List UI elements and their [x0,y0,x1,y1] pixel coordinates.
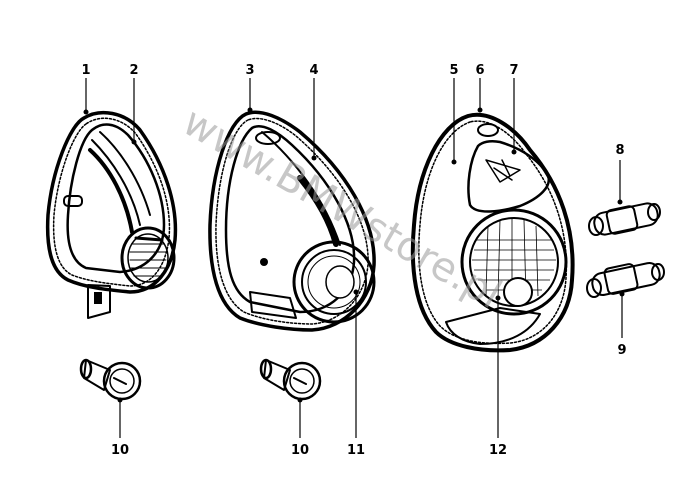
callout-6: 6 [475,63,484,78]
bulb-part-9 [586,262,665,298]
callout-2: 2 [129,63,138,78]
lamp-left-bracket [87,284,111,319]
callout-12: 12 [489,443,507,458]
callout-5: 5 [449,63,458,78]
socket-part-10-left [79,358,142,401]
callout-9: 9 [617,343,626,358]
bulb-part-8 [588,202,661,236]
lamp-assembly-right [410,112,575,353]
lamp-middle-housing [224,125,356,314]
lamp-left-lens [120,226,176,290]
callout-3: 3 [245,63,254,78]
lamp-right-gasket [410,112,575,353]
callout-7: 7 [509,63,518,78]
lamp-assembly-middle [208,110,376,332]
callout-11: 11 [347,443,365,458]
lamp-right-reflector [467,139,550,213]
lamp-left-gasket [45,110,178,294]
lamp-assembly-left [45,110,178,319]
callout-10-middle: 10 [291,443,309,458]
lamp-middle-gasket [208,110,376,332]
callout-1: 1 [81,63,90,78]
callout-4: 4 [309,63,318,78]
callout-numbers: 1 2 3 4 5 6 7 8 9 10 10 11 12 [81,63,626,458]
lamp-middle-lens [292,240,376,324]
socket-part-10-middle [259,358,322,401]
lamp-right-lens [460,208,568,316]
callout-10-left: 10 [111,443,129,458]
leader-lines [83,78,625,438]
lamp-left-housing [66,123,166,274]
callout-8: 8 [615,143,624,158]
